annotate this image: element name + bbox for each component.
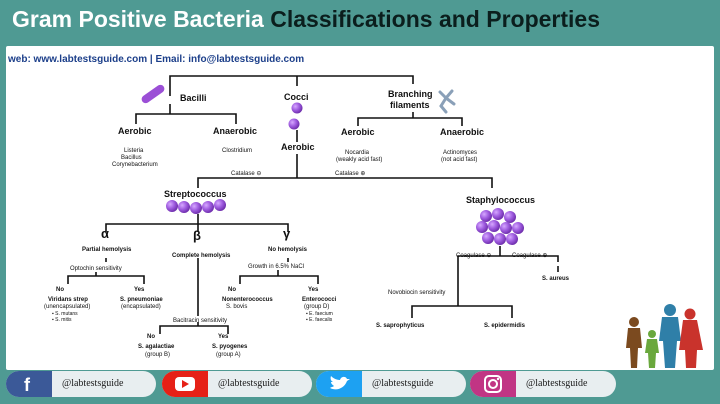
contact-line: web: www.labtestsguide.com | Email: info… bbox=[8, 54, 305, 65]
branching-label-line1: Branching bbox=[388, 89, 433, 99]
facebook-handle: @labtestsguide bbox=[62, 378, 124, 389]
beta-symbol: β bbox=[193, 228, 201, 243]
nonenterococcus-label: Nonenterococcus bbox=[222, 297, 273, 303]
bacilli-aerobic-item: Corynebacterium bbox=[112, 162, 158, 168]
filaments-aerobic-label: Aerobic bbox=[341, 127, 375, 137]
enterococci-label: Enterococci bbox=[302, 297, 337, 303]
catalase-negative-label: Catalase ⊖ bbox=[231, 171, 262, 177]
coagulase-negative-label: Coagulase ⊖ bbox=[456, 253, 492, 259]
bacilli-aerobic-label: Aerobic bbox=[118, 126, 152, 136]
twitter-icon bbox=[316, 371, 362, 397]
bacilli-label: Bacilli bbox=[180, 93, 207, 103]
catalase-positive-label: Catalase ⊕ bbox=[335, 171, 366, 177]
bovis-label: S. bovis bbox=[226, 304, 248, 310]
aureus-label: S. aureus bbox=[542, 276, 570, 282]
bacitracin-yes-label: Yes bbox=[218, 334, 229, 340]
svg-text:f: f bbox=[24, 375, 31, 395]
viridans-note: (unencapsulated) bbox=[44, 304, 91, 310]
filaments-anaerobic-label: Anaerobic bbox=[440, 127, 485, 137]
filaments-icon bbox=[438, 89, 456, 114]
nocardia-note: (weakly acid fast) bbox=[336, 157, 383, 163]
agalactiae-note: (group B) bbox=[145, 352, 171, 358]
nacl-yes-label: Yes bbox=[308, 287, 319, 293]
youtube-handle: @labtestsguide bbox=[218, 378, 280, 389]
viridans-species: ▪ S. mutans bbox=[52, 311, 78, 317]
enterococci-species: ▪ E. faecium bbox=[306, 311, 333, 317]
instagram-handle: @labtestsguide bbox=[526, 378, 588, 389]
social-twitter[interactable]: @labtestsguide bbox=[316, 371, 466, 397]
beta-description: Complete hemolysis bbox=[172, 253, 231, 259]
nacl-no-label: No bbox=[228, 287, 236, 293]
streptococcus-chain-icon bbox=[166, 199, 226, 214]
bacilli-anaerobic-item: Clostridium bbox=[222, 148, 253, 154]
bacilli-aerobic-item: Bacillus bbox=[121, 155, 142, 161]
social-facebook[interactable]: f @labtestsguide bbox=[6, 371, 156, 397]
optochin-yes-label: Yes bbox=[134, 287, 145, 293]
gamma-symbol: γ bbox=[283, 226, 291, 241]
social-instagram[interactable]: @labtestsguide bbox=[470, 371, 616, 397]
bacilli-aerobic-item: Listeria bbox=[124, 148, 144, 154]
pyogenes-label: S. pyogenes bbox=[212, 344, 248, 350]
viridans-label: Viridans strep bbox=[48, 297, 88, 303]
optochin-no-label: No bbox=[56, 287, 64, 293]
bacitracin-no-label: No bbox=[147, 334, 155, 340]
youtube-icon bbox=[162, 371, 208, 397]
branching-label-line2: filaments bbox=[390, 100, 430, 110]
facebook-icon: f bbox=[6, 371, 52, 397]
alpha-symbol: α bbox=[101, 226, 109, 241]
title-bar: Gram Positive Bacteria Classifications a… bbox=[0, 0, 720, 44]
bacitracin-label: Bacitracin sensitivity bbox=[173, 318, 228, 324]
title-part-2: Classifications and Properties bbox=[270, 6, 601, 32]
social-youtube[interactable]: @labtestsguide bbox=[162, 371, 312, 397]
family-silhouette-icon bbox=[626, 304, 703, 368]
saprophyticus-label: S. saprophyticus bbox=[376, 323, 425, 329]
instagram-icon bbox=[470, 371, 516, 397]
actinomyces-note: (not acid fast) bbox=[441, 157, 478, 163]
bacilli-anaerobic-label: Anaerobic bbox=[213, 126, 258, 136]
cocci-label: Cocci bbox=[284, 92, 309, 102]
enterococci-species: ▪ E. faecalis bbox=[306, 317, 333, 323]
page-title: Gram Positive Bacteria Classifications a… bbox=[12, 6, 600, 33]
streptococcus-label: Streptococcus bbox=[164, 189, 227, 199]
bacillus-rod-icon bbox=[141, 84, 165, 104]
gamma-description: No hemolysis bbox=[268, 247, 308, 253]
optochin-label: Optochin sensitivity bbox=[70, 266, 122, 272]
coagulase-positive-label: Coagulase ⊕ bbox=[512, 253, 548, 259]
actinomyces-label: Actinomyces bbox=[443, 150, 478, 156]
staphylococcus-cluster-icon bbox=[476, 208, 524, 245]
novobiocin-label: Novobiocin sensitivity bbox=[388, 290, 446, 296]
agalactiae-label: S. agalactiae bbox=[138, 344, 175, 350]
twitter-handle: @labtestsguide bbox=[372, 378, 434, 389]
viridans-species: ▪ S. mitis bbox=[52, 317, 72, 323]
alpha-description: Partial hemolysis bbox=[82, 247, 132, 253]
staphylococcus-label: Staphylococcus bbox=[466, 195, 536, 205]
epidermidis-label: S. epidermidis bbox=[484, 323, 526, 329]
diagram-panel bbox=[6, 46, 714, 370]
cocci-icon bbox=[288, 102, 303, 130]
title-part-1: Gram Positive Bacteria bbox=[12, 6, 264, 32]
enterococci-note: (group D) bbox=[304, 304, 330, 310]
cocci-aerobic-label: Aerobic bbox=[281, 142, 315, 152]
nacl-label: Growth in 6.5% NaCl bbox=[248, 264, 305, 270]
pyogenes-note: (group A) bbox=[216, 352, 241, 358]
nocardia-label: Nocardia bbox=[345, 150, 370, 156]
pneumoniae-note: (encapsulated) bbox=[121, 304, 161, 310]
pneumoniae-label: S. pneumoniae bbox=[120, 297, 163, 303]
